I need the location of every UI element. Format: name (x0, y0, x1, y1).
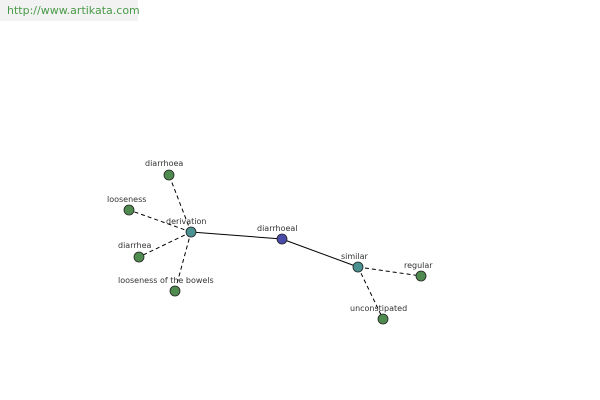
center-node-dot (276, 233, 288, 245)
leaf-node-dot (377, 313, 389, 325)
hub-node-dot (352, 261, 364, 273)
edge-similar-regular (357, 266, 422, 277)
leaf-node-dot (123, 204, 135, 216)
leaf-node-dot (169, 285, 181, 297)
graph-node-regular[interactable]: regular (404, 261, 433, 282)
leaf-node-dot (415, 270, 427, 282)
graph-node-derivation[interactable]: derivation (166, 217, 206, 238)
leaf-node-dot (133, 251, 145, 263)
edge-derivation-diarrhea (138, 231, 192, 258)
edge-derivation-looseness-of-the-bowels (174, 231, 192, 292)
leaf-node-label: unconstipated (350, 304, 407, 313)
graph-node-diarrhoeal[interactable]: diarrhoeal (257, 224, 298, 245)
hub-node-label: similar (341, 252, 369, 261)
graph-node-unconstipated[interactable]: unconstipated (350, 304, 407, 325)
edge-similar-unconstipated (357, 266, 384, 320)
hub-node-dot (185, 226, 197, 238)
leaf-node-label: looseness (107, 195, 146, 204)
leaf-node-label: diarrhea (118, 241, 151, 250)
graph-node-similar[interactable]: similar (341, 252, 369, 273)
graph-node-looseness-of-the-bowels[interactable]: looseness of the bowels (118, 276, 214, 297)
leaf-node-label: regular (404, 261, 433, 270)
graph-node-looseness[interactable]: looseness (107, 195, 146, 216)
site-url-link[interactable]: http://www.artikata.com (7, 4, 140, 17)
graph-node-diarrhea[interactable]: diarrhea (118, 241, 151, 263)
leaf-node-label: diarrhoea (145, 159, 183, 168)
graph-node-diarrhoea[interactable]: diarrhoea (145, 159, 183, 181)
url-bar: http://www.artikata.com (0, 0, 140, 21)
edge-center-derivation (190, 231, 283, 240)
edge-derivation-looseness (128, 209, 192, 233)
leaf-node-label: looseness of the bowels (118, 276, 214, 285)
leaf-node-dot (163, 169, 175, 181)
center-node-label: diarrhoeal (257, 224, 298, 233)
hub-node-label: derivation (166, 217, 206, 226)
edge-center-similar (281, 238, 359, 268)
edge-derivation-diarrhoea (168, 174, 192, 233)
